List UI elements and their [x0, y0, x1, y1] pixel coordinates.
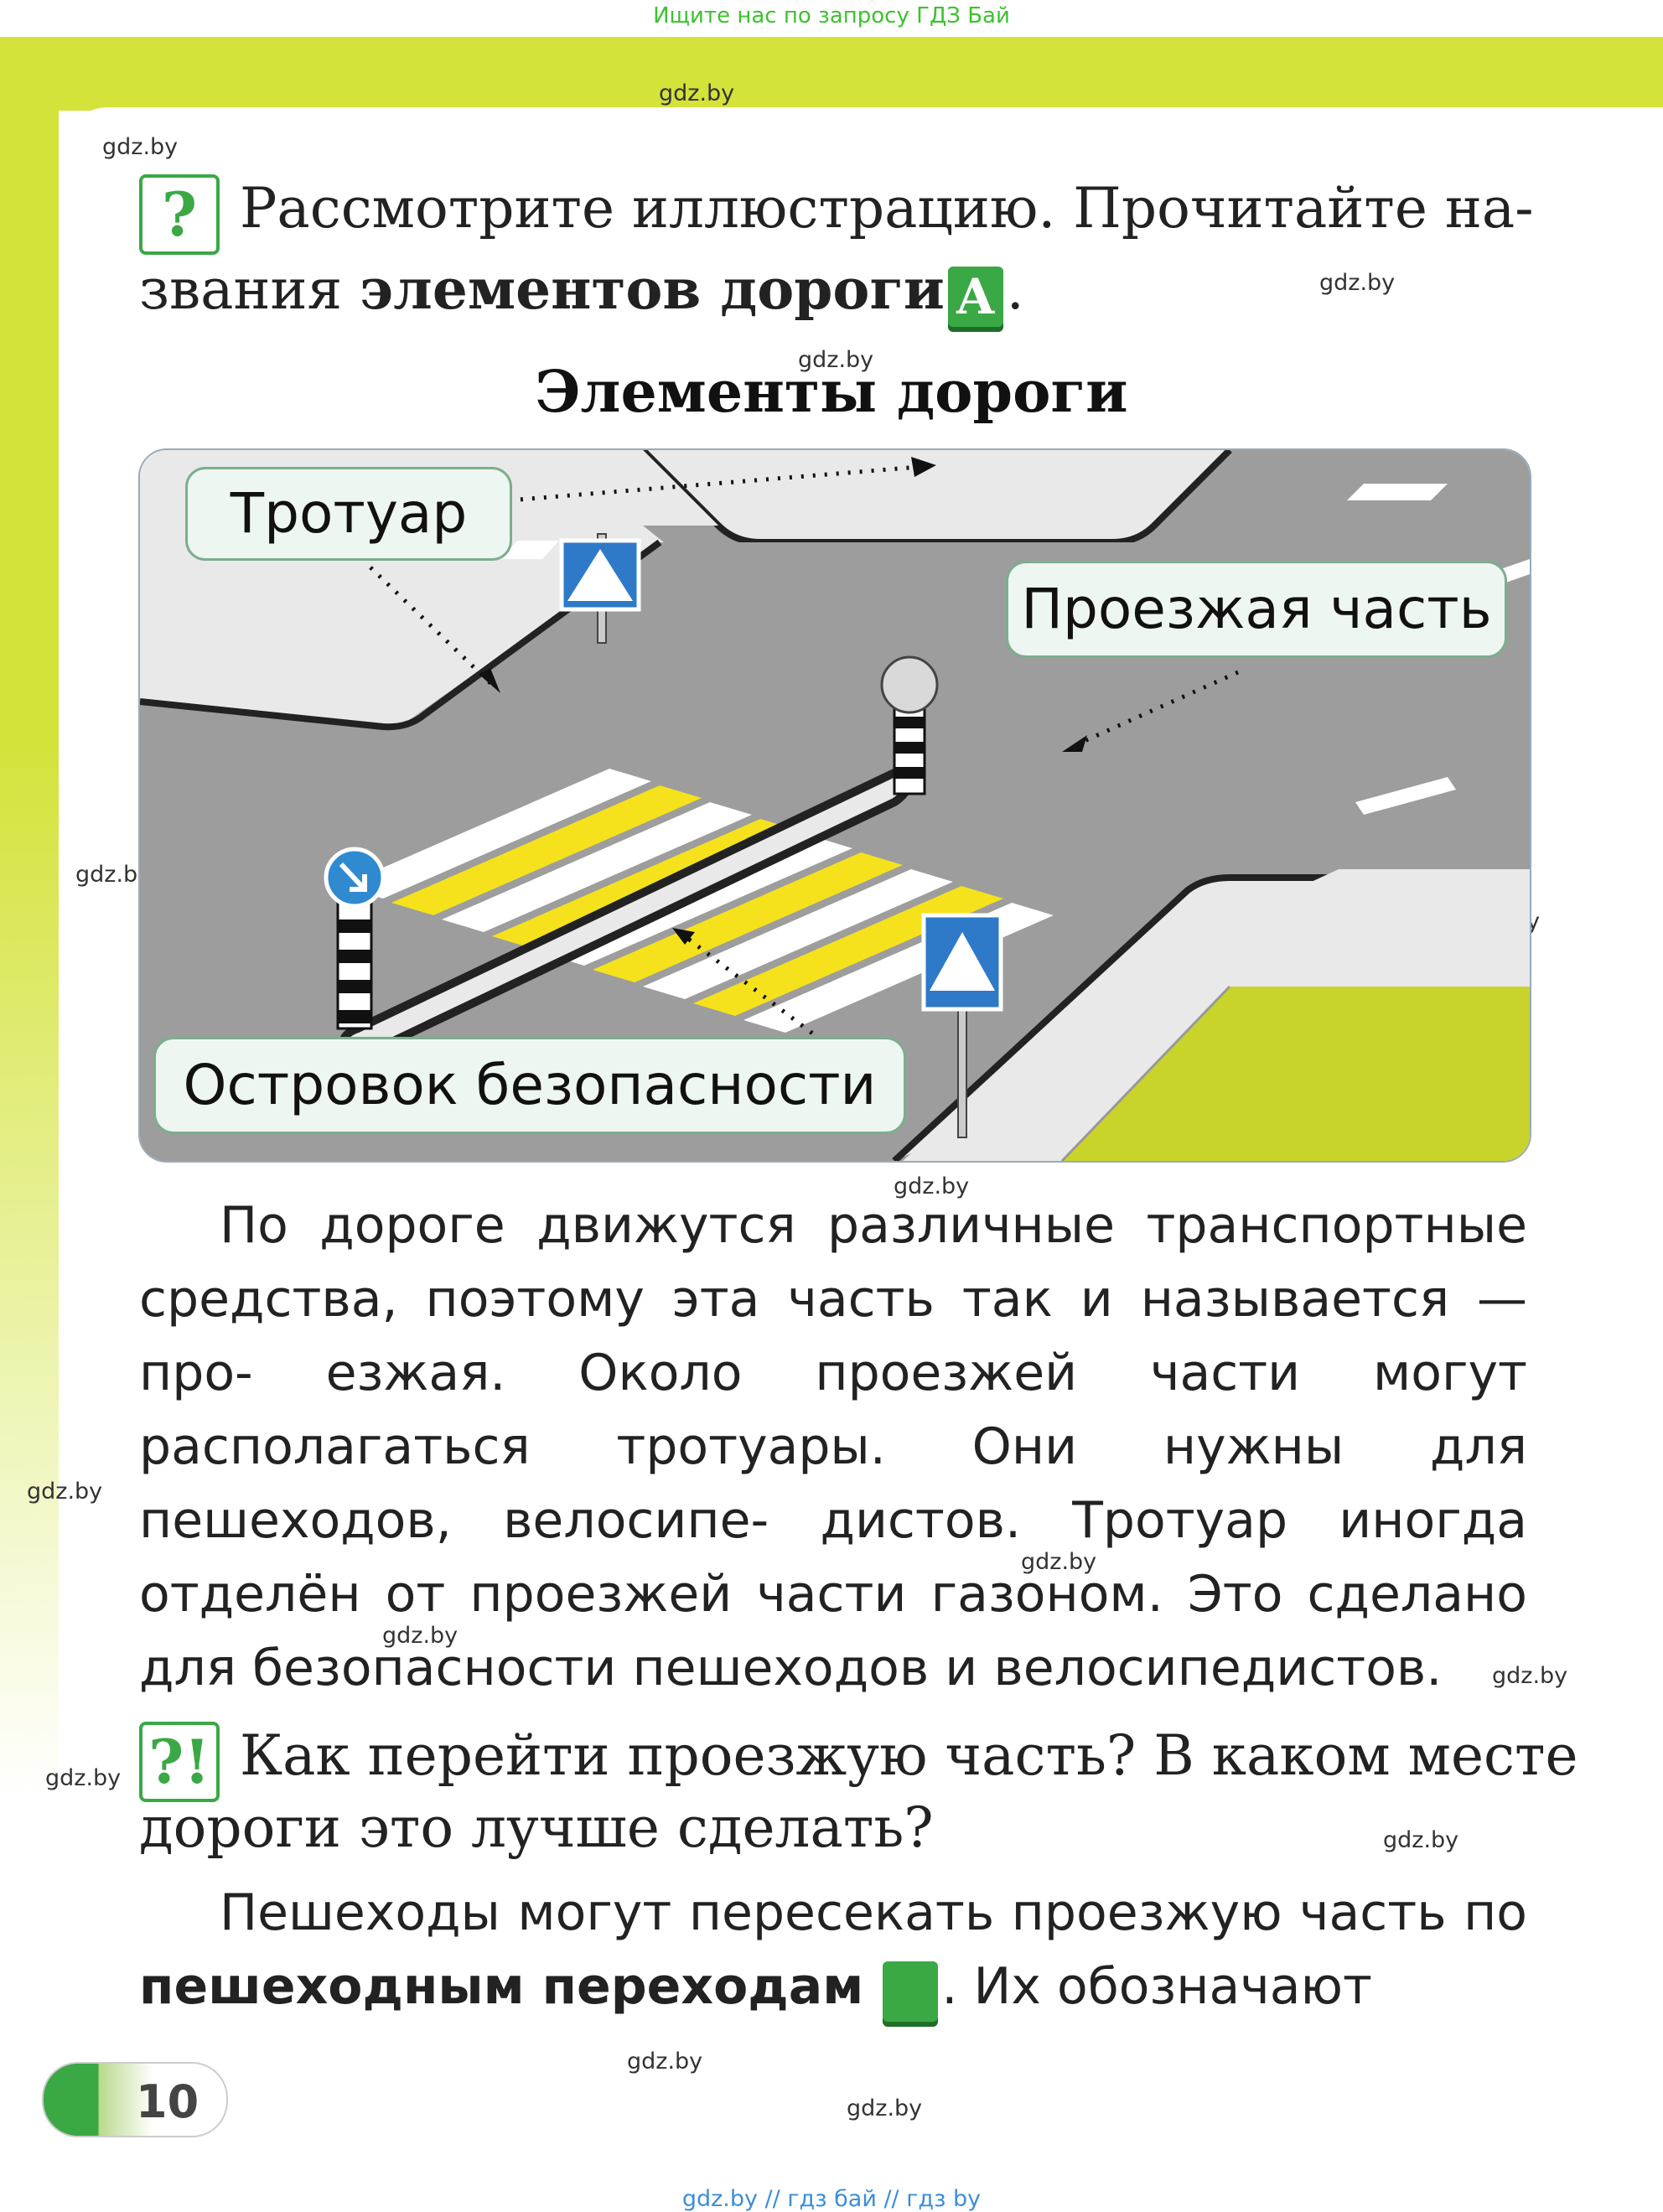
question-text: звания [139, 257, 360, 322]
watermark: gdz.by [27, 1479, 103, 1505]
footer-links[interactable]: gdz.by // гдз бай // гдз by [681, 2186, 982, 2212]
watermark: gdz.by [798, 347, 874, 373]
discussion-icon: ?! [139, 1722, 220, 1802]
watermark: gdz.by [1383, 1827, 1459, 1853]
label-safety-island: Островок безопасности [153, 1037, 906, 1134]
label-sidewalk: Тротуар [185, 467, 512, 561]
watermark: gdz.by [45, 1765, 122, 1791]
text-line: Пешеходы могут пересекать проезжую часть [220, 1883, 1447, 1942]
lawn [1062, 987, 1530, 1161]
page-number-badge: 10 [42, 2062, 228, 2137]
text-line: дистов. Тротуар иногда отделён от проезж… [139, 1491, 1528, 1624]
island-bollard-arrow [324, 847, 386, 1030]
watermark: gdz.by [1492, 1663, 1568, 1689]
paragraph-1-text: По дороге движутся различные транспортны… [139, 1189, 1527, 1705]
crosswalk-sign-left [559, 533, 641, 644]
watermark: gdz.by [382, 1623, 458, 1649]
watermark: gdz.by [1021, 1549, 1097, 1575]
island-bollard-round [880, 655, 939, 795]
text-line: газоном. Это сделано для безопасности пе… [139, 1565, 1527, 1697]
left-green-margin [0, 37, 59, 1797]
crosswalk-sign-right [921, 913, 1003, 1138]
text-line: тротуары. Они нужны для пешеходов, велос… [139, 1417, 1527, 1550]
paragraph-2-text: Пешеходы могут пересекать проезжую часть… [139, 1876, 1527, 2023]
watermark: gdz.by [1319, 270, 1396, 296]
road-illustration: Тротуар Проезжая часть Островок безопасн… [138, 448, 1531, 1163]
term-pedestrian-crossings: пешеходным переходам [139, 1957, 864, 2016]
figure-title: Элементы дороги [535, 359, 1128, 426]
text-line: . Их обозначают [941, 1957, 1372, 2016]
page-number: 10 [136, 2075, 199, 2128]
question-line-1: Рассмотрите иллюстрацию. Прочитайте на- [240, 176, 1534, 241]
pointer-arrows [369, 464, 1240, 1085]
term-road-elements: элементов дороги [360, 256, 945, 322]
question-icon: ? [139, 174, 220, 255]
question2-line-2: дороги это лучше сделать? [139, 1795, 934, 1860]
paragraph-1: По дороге движутся различные транспортны… [139, 1189, 1527, 1705]
text-line: средства, поэтому эта часть так и называ… [139, 1270, 1527, 1402]
text-line: езжая. Около проезжей части могут распол… [139, 1344, 1527, 1476]
question2-line-1: Как перейти проезжую часть? В каком мест… [240, 1723, 1578, 1788]
term-icon: А [947, 267, 1003, 327]
label-roadway: Проезжая часть [1006, 561, 1507, 658]
text-line: по [1464, 1883, 1527, 1942]
watermark: gdz.by [102, 134, 179, 160]
text-line: и велосипедистов. [945, 1639, 1443, 1697]
question-period: . [1006, 257, 1024, 322]
watermark: gdz.by [659, 80, 735, 106]
text-line: По дороге движутся различные транспортны… [220, 1196, 1527, 1255]
term-icon: А [883, 1961, 1003, 2022]
top-curb [640, 450, 1232, 546]
left-sidewalk-curb [140, 539, 662, 731]
banner-text[interactable]: Ищите нас по запросу ГДЗ Бай [653, 3, 1010, 28]
header-green-bar [0, 37, 1663, 111]
watermark: gdz.by [627, 2049, 703, 2075]
watermark: gdz.by [894, 1173, 970, 1199]
paragraph-2: Пешеходы могут пересекать проезжую часть… [139, 1876, 1527, 2023]
top-banner: Ищите нас по запросу ГДЗ Бай [0, 0, 1663, 34]
watermark: gdz.by [847, 2095, 923, 2121]
